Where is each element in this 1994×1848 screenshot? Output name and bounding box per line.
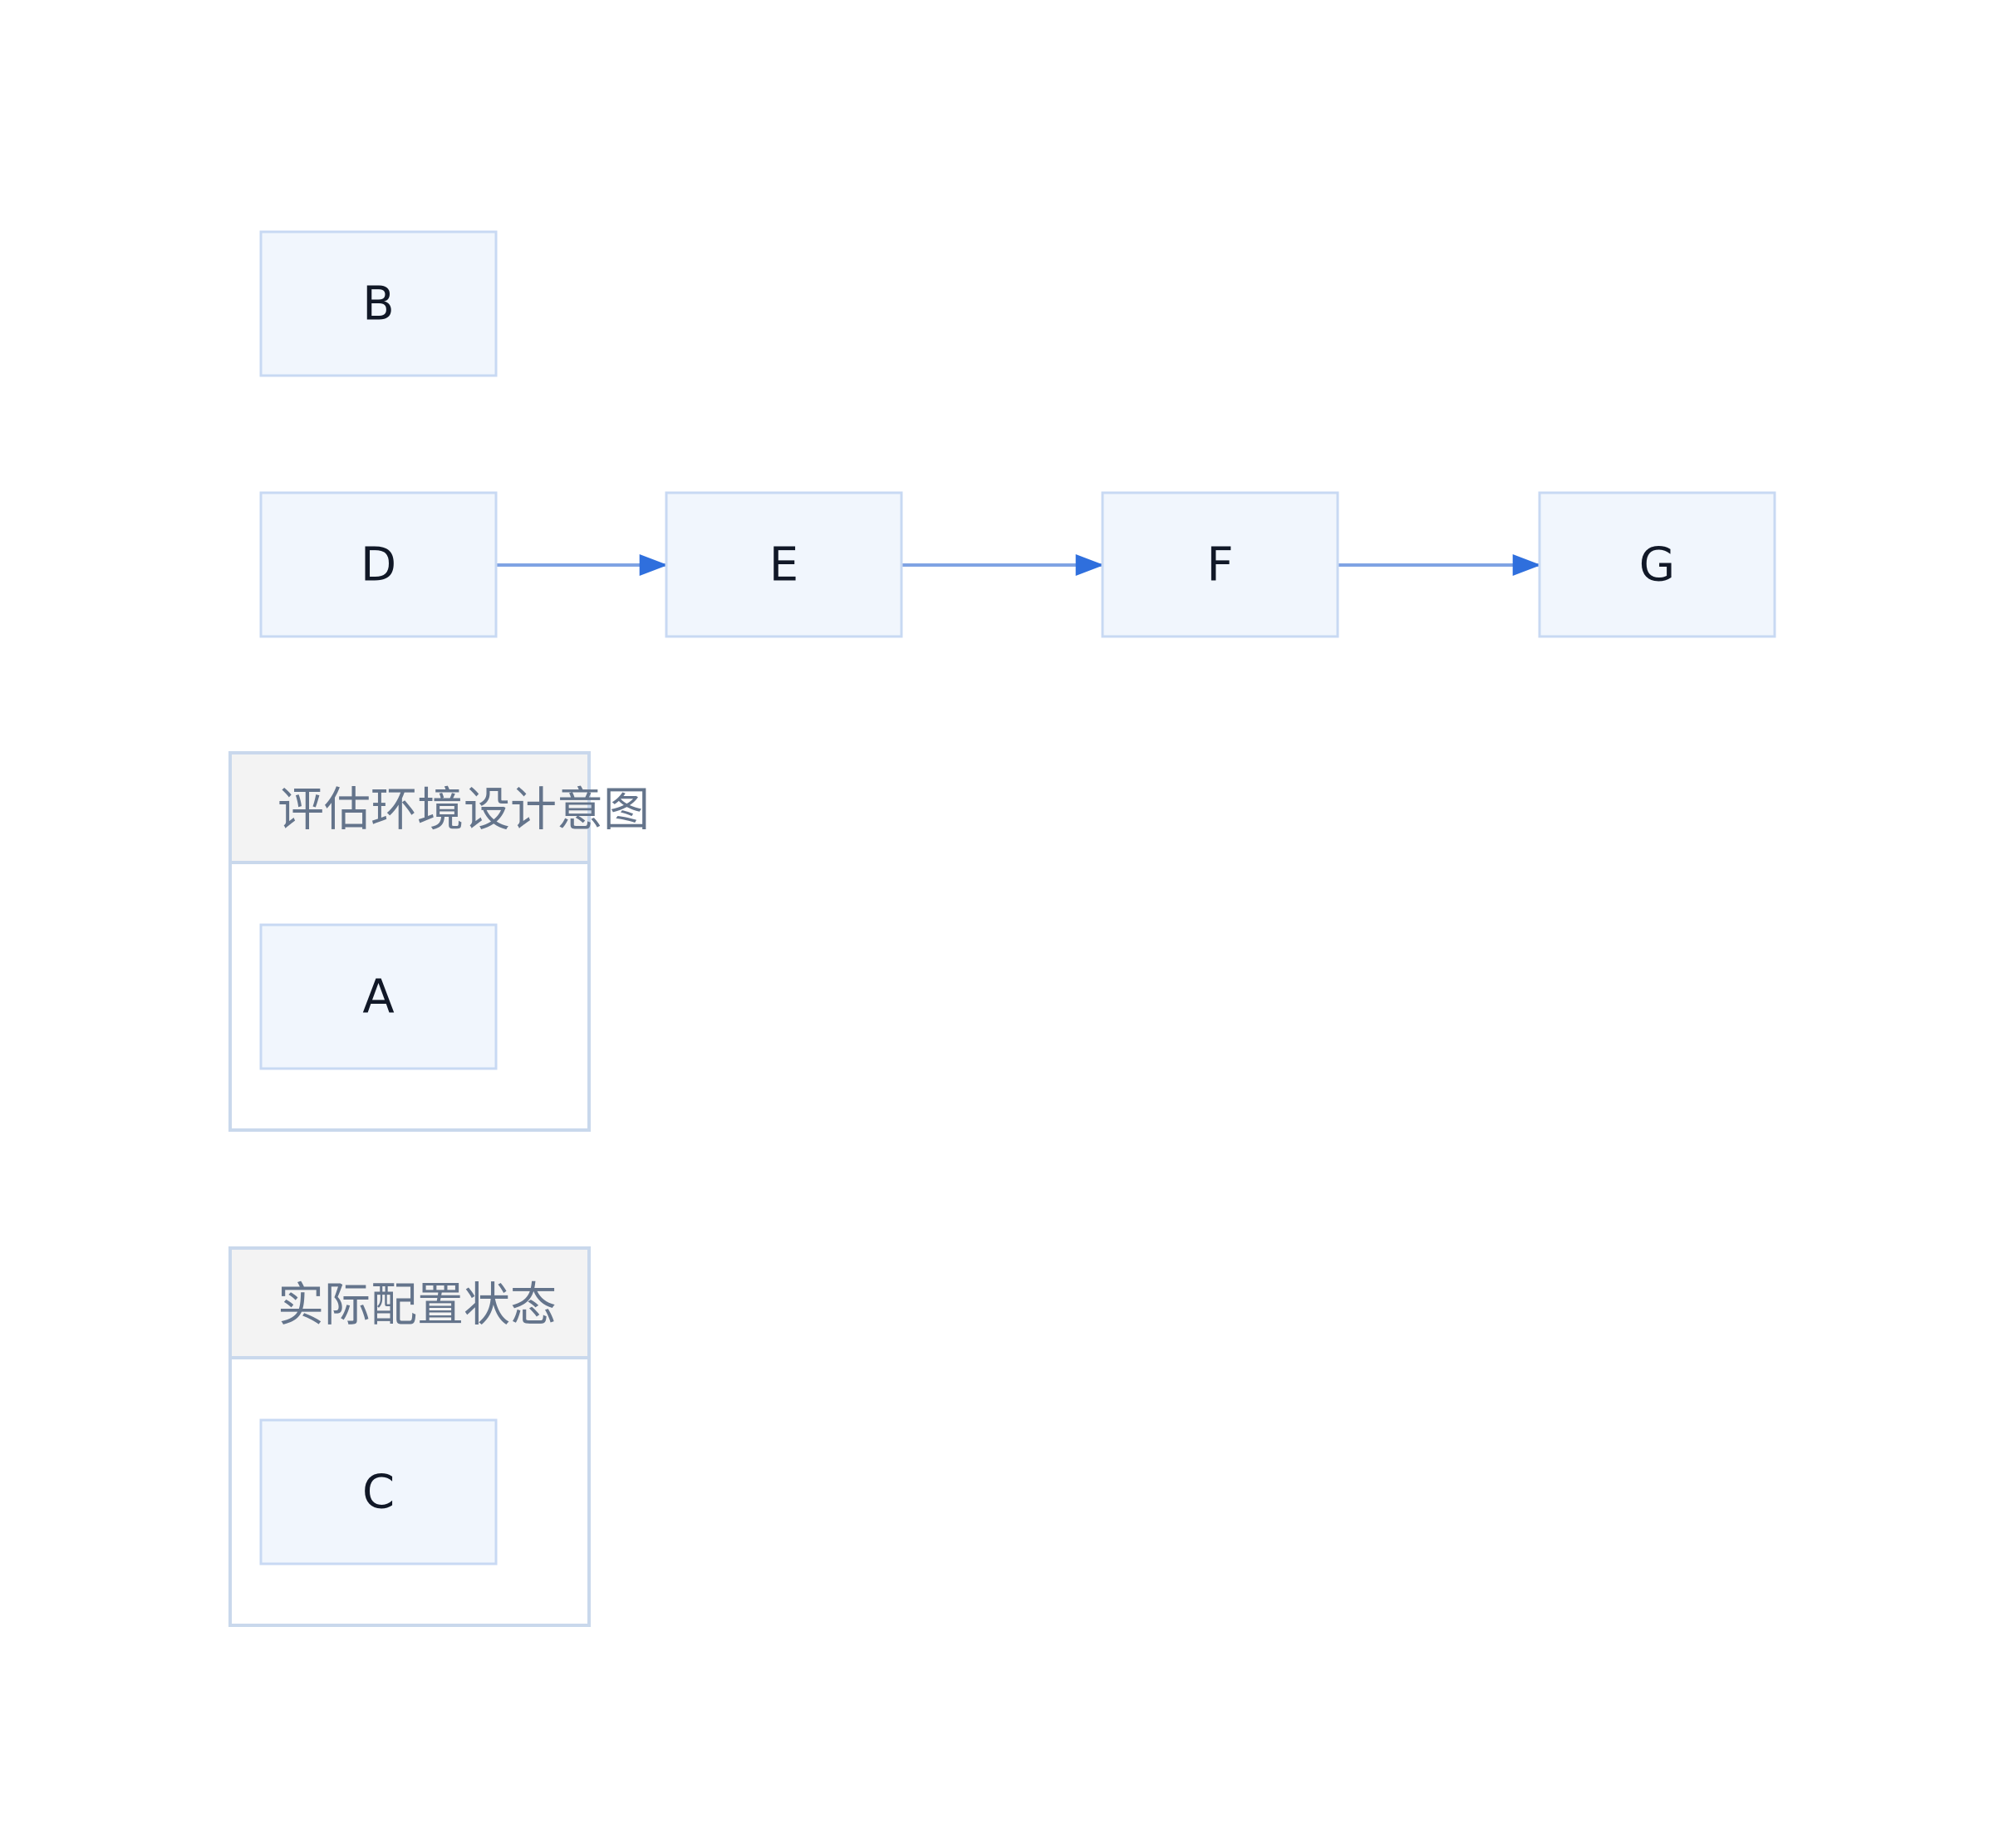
node-e-box <box>665 491 903 638</box>
node-g-label: G <box>1639 538 1675 592</box>
node-f-box <box>1101 491 1339 638</box>
cluster-design-intent-header <box>228 751 591 864</box>
node-a-box <box>259 923 498 1070</box>
node-d-label: D <box>361 538 396 592</box>
node-g-box <box>1538 491 1776 638</box>
node-e[interactable]: E <box>665 491 903 638</box>
node-b[interactable]: B <box>259 230 498 377</box>
node-c-label: C <box>362 1466 395 1520</box>
node-a-label: A <box>362 971 394 1025</box>
node-f-label: F <box>1206 538 1233 592</box>
node-b-box <box>259 230 498 377</box>
node-d-box <box>259 491 498 638</box>
cluster-actual-state-title: 实际配置状态 <box>277 1279 557 1333</box>
cluster-design-intent-title: 评估环境设计意图 <box>277 784 650 838</box>
node-f[interactable]: F <box>1101 491 1339 638</box>
cluster-actual-state-header <box>228 1246 591 1359</box>
node-g[interactable]: G <box>1538 491 1776 638</box>
node-b-label: B <box>362 278 394 332</box>
node-e-label: E <box>769 538 798 592</box>
node-a[interactable]: A <box>259 923 498 1070</box>
node-c[interactable]: C <box>259 1418 498 1565</box>
node-d[interactable]: D <box>259 491 498 638</box>
node-c-box <box>259 1418 498 1565</box>
